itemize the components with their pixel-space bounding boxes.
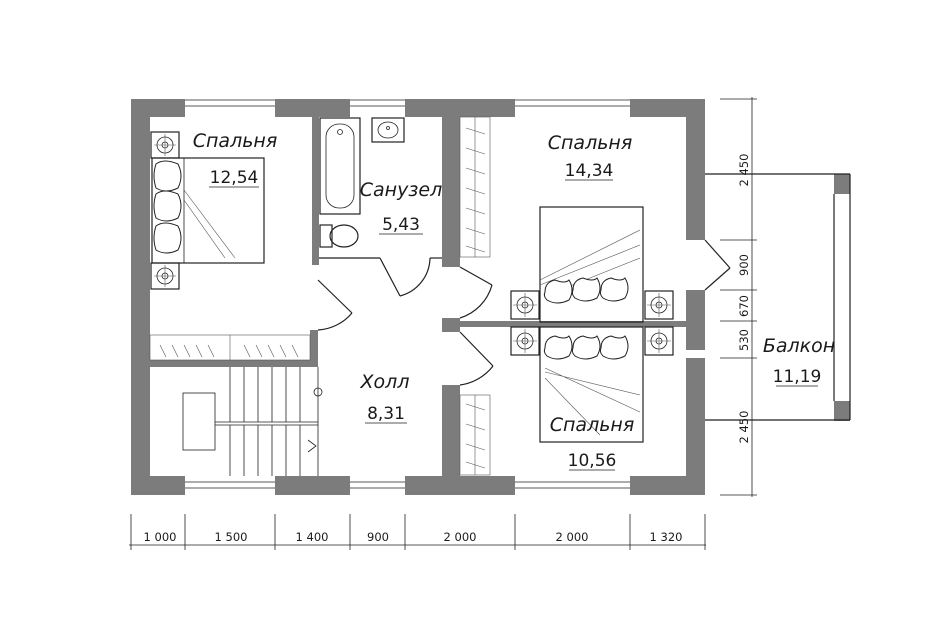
dim-right-1: 2 450 bbox=[737, 154, 751, 187]
dim-bottom-7: 1 320 bbox=[650, 530, 683, 544]
pillow-left-3 bbox=[153, 222, 182, 254]
pillow-bottom-1 bbox=[543, 335, 573, 360]
bed-bottom-right bbox=[510, 326, 674, 443]
dim-bottom-2: 1 500 bbox=[215, 530, 248, 544]
window-lines bbox=[185, 99, 630, 489]
room-area-bedroom-left: 12,54 bbox=[210, 168, 259, 188]
staircase bbox=[182, 367, 323, 476]
dim-bottom-1: 1 000 bbox=[144, 530, 177, 544]
room-area-bedroom-bottom-right: 10,56 bbox=[568, 451, 617, 471]
room-area-bedroom-top-right: 14,34 bbox=[565, 161, 614, 181]
dim-right-2: 900 bbox=[737, 254, 751, 276]
bathtub-icon bbox=[319, 117, 361, 215]
dim-right-4: 530 bbox=[737, 329, 751, 351]
pillow-top-2 bbox=[571, 277, 601, 302]
stair-start-marker bbox=[313, 387, 323, 397]
bathroom-fixtures bbox=[319, 117, 405, 248]
pillow-bottom-2 bbox=[571, 335, 601, 360]
room-name-bedroom-bottom-right: Спальня bbox=[550, 414, 635, 436]
room-name-hall: Холл bbox=[360, 371, 410, 393]
nightstand-lamp-icon bbox=[644, 290, 674, 320]
dimension-line-right: 2 450 900 670 530 2 450 bbox=[720, 97, 757, 497]
dimension-line-bottom: 1 000 1 500 1 400 900 2 000 2 000 1 320 bbox=[129, 514, 706, 550]
pillow-top-3 bbox=[599, 277, 629, 302]
balcony-railing bbox=[705, 173, 851, 421]
toilet-icon bbox=[319, 224, 359, 248]
nightstand-lamp-icon bbox=[510, 326, 540, 356]
bed-left bbox=[150, 131, 265, 290]
room-area-balcony: 11,19 bbox=[773, 367, 822, 387]
pillow-left-2 bbox=[153, 190, 182, 222]
dim-bottom-6: 2 000 bbox=[556, 530, 589, 544]
bed-top-right bbox=[510, 206, 674, 323]
pillow-left-1 bbox=[153, 160, 182, 192]
pillow-top-1 bbox=[543, 279, 573, 304]
nightstand-lamp-icon bbox=[150, 131, 180, 159]
wardrobes bbox=[149, 116, 491, 476]
room-name-balcony: Балкон bbox=[763, 335, 835, 357]
nightstand-lamp-icon bbox=[510, 290, 540, 320]
dim-bottom-5: 2 000 bbox=[444, 530, 477, 544]
dim-bottom-3: 1 400 bbox=[296, 530, 329, 544]
nightstand-lamp-icon bbox=[150, 262, 180, 290]
doors bbox=[317, 239, 731, 386]
dim-bottom-4: 900 bbox=[367, 530, 389, 544]
dim-right-5: 2 450 bbox=[737, 411, 751, 444]
nightstand-lamp-icon bbox=[644, 326, 674, 356]
walls bbox=[131, 99, 850, 495]
room-name-bedroom-top-right: Спальня bbox=[548, 132, 633, 154]
room-labels: Спальня 12,54 Санузел 5,43 Спальня 14,34… bbox=[193, 130, 835, 471]
room-area-bathroom: 5,43 bbox=[382, 215, 420, 235]
room-name-bedroom-left: Спальня bbox=[193, 130, 278, 152]
sink-icon bbox=[371, 117, 405, 143]
room-name-bathroom: Санузел bbox=[360, 179, 443, 201]
pillow-bottom-3 bbox=[599, 335, 629, 360]
room-area-hall: 8,31 bbox=[367, 404, 405, 424]
dim-right-3: 670 bbox=[737, 295, 751, 317]
